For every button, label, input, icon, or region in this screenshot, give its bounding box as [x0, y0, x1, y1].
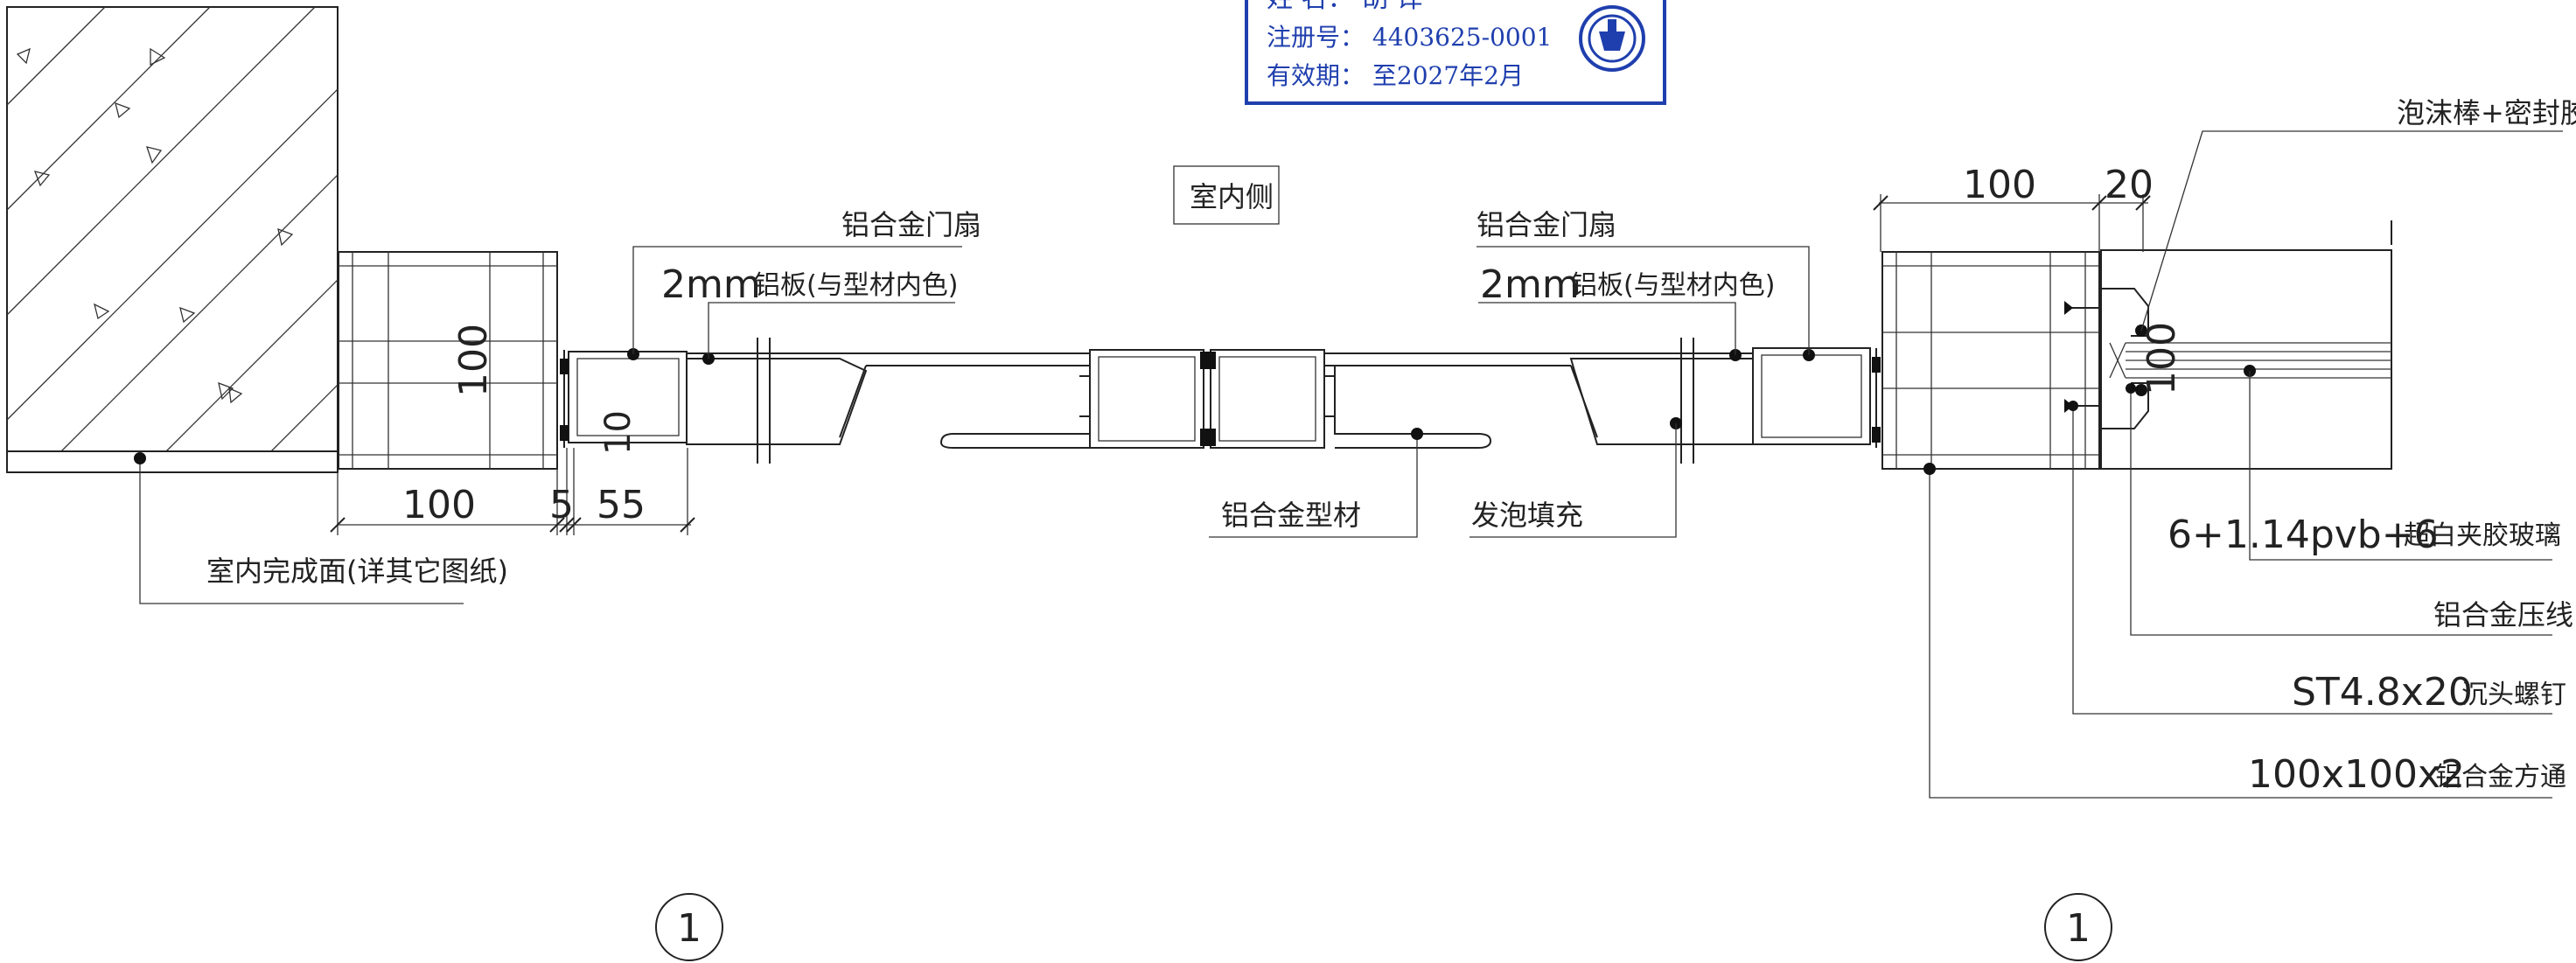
right-aluminium-panel — [1324, 352, 1753, 449]
screw-icon-top — [2064, 301, 2101, 315]
tube-dim-label: 100x100x2 — [2248, 752, 2465, 797]
screw-dim-label: ST4.8x20 — [2292, 670, 2473, 715]
panel-right-label: 铝板(与型材内色) — [1571, 270, 1775, 301]
glass-dim-label: 6+1.14pvb+6 — [2168, 513, 2439, 557]
right-foam-panel — [1569, 338, 1754, 464]
profile-label: 铝合金型材 — [1221, 499, 1361, 532]
section-mark-right-number: 1 — [2066, 906, 2091, 951]
foam-rod-sealant-label: 泡沫棒+密封胶 — [2397, 96, 2576, 129]
door-leaf-right-label: 铝合金门扇 — [1476, 208, 1616, 241]
leader-lines — [139, 130, 2563, 799]
left-bottom-dimension-line — [330, 448, 695, 535]
center-meeting-stile-right — [1207, 349, 1335, 449]
registration-stamp: 姓 名： 胡 译 注册号： 4403625-0001 有效期： 至2027年2月 — [1245, 0, 1666, 105]
concrete-wall — [6, 6, 339, 473]
dim-gap-a: 5 — [549, 483, 574, 527]
left-bottom-flange — [939, 433, 1090, 449]
stamp-registration-line: 注册号： 4403625-0001 — [1267, 23, 1552, 52]
dim-gap-c: 10 — [598, 410, 639, 455]
door-leaf-left-label: 铝合金门扇 — [841, 208, 981, 241]
dim-gap-b: 55 — [597, 483, 646, 527]
indoor-side-label: 室内侧 — [1190, 180, 1274, 213]
indoor-side-box — [1173, 165, 1280, 225]
screw-label: 沉头螺钉 — [2461, 680, 2566, 710]
panel-right-dim: 2mm — [1480, 262, 1580, 307]
foam-fill-label: 发泡填充 — [1471, 499, 1583, 532]
dim-right-height: 100 — [2140, 322, 2184, 395]
glazing-frame — [2100, 249, 2392, 470]
finish-face-label: 室内完成面(详其它图纸) — [206, 555, 508, 588]
panel-left-label: 铝板(与型材内色) — [754, 270, 958, 301]
section-mark-left-number: 1 — [677, 906, 702, 951]
right-door-frame-profile — [1752, 347, 1881, 448]
left-foam-panel — [686, 338, 868, 464]
panel-left-dim: 2mm — [661, 262, 761, 307]
section-mark-left: 1 — [655, 893, 723, 961]
section-mark-right: 1 — [2044, 893, 2112, 961]
stamp-emblem-icon — [1579, 5, 1645, 72]
dim-left-tube-height: 100 — [451, 324, 496, 397]
center-meeting-stile-left — [1079, 349, 1209, 449]
stamp-name-line: 姓 名： 胡 译 — [1267, 0, 1423, 14]
glass-label: 超白夹胶玻璃 — [2404, 520, 2561, 551]
left-aluminium-panel — [687, 352, 1090, 438]
tube-label: 铝合金方通 — [2435, 762, 2566, 792]
left-square-tube — [338, 251, 558, 470]
stamp-validity-line: 有效期： 至2027年2月 — [1267, 61, 1524, 90]
right-top-dimension-line — [1873, 194, 2392, 252]
dim-right-gap: 20 — [2105, 163, 2154, 207]
right-square-tube — [1881, 251, 2100, 470]
pressure-line-label: 铝合金压线 — [2433, 598, 2573, 632]
dim-left-tube-width: 100 — [402, 483, 476, 527]
dim-right-tube-width: 100 — [1963, 163, 2036, 207]
